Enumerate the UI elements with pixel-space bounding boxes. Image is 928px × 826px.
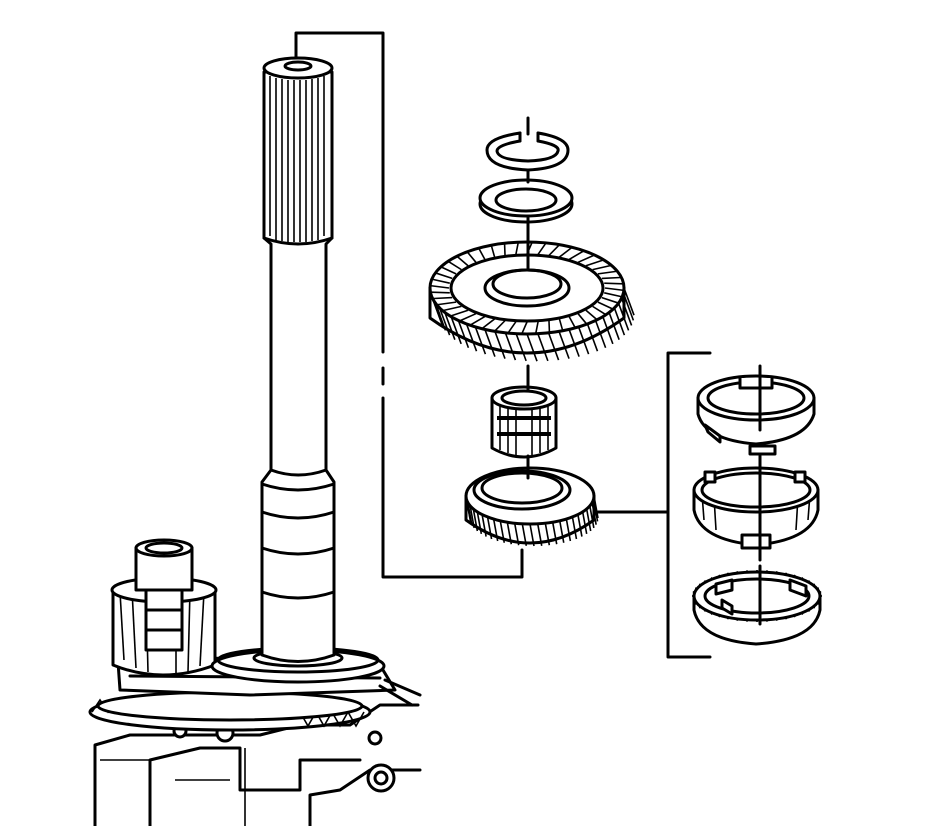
leader-top [294, 31, 385, 354]
intermediate-cone-ring [692, 454, 820, 562]
synchronizer-gear [464, 466, 599, 547]
needle-bearing [490, 385, 558, 459]
snap-ring [485, 131, 570, 172]
main-shaft [210, 56, 386, 684]
helical-gear [428, 240, 635, 362]
sync-bracket [666, 351, 712, 659]
leader-bottom [381, 396, 524, 579]
transmission-case [88, 656, 422, 826]
shaft-splines [269, 76, 325, 242]
thrust-washer [478, 178, 574, 224]
inner-friction-ring [692, 564, 822, 646]
cluster-drive-gear [110, 538, 218, 677]
leader-lines [294, 31, 712, 659]
outer-blocker-ring [696, 364, 816, 456]
